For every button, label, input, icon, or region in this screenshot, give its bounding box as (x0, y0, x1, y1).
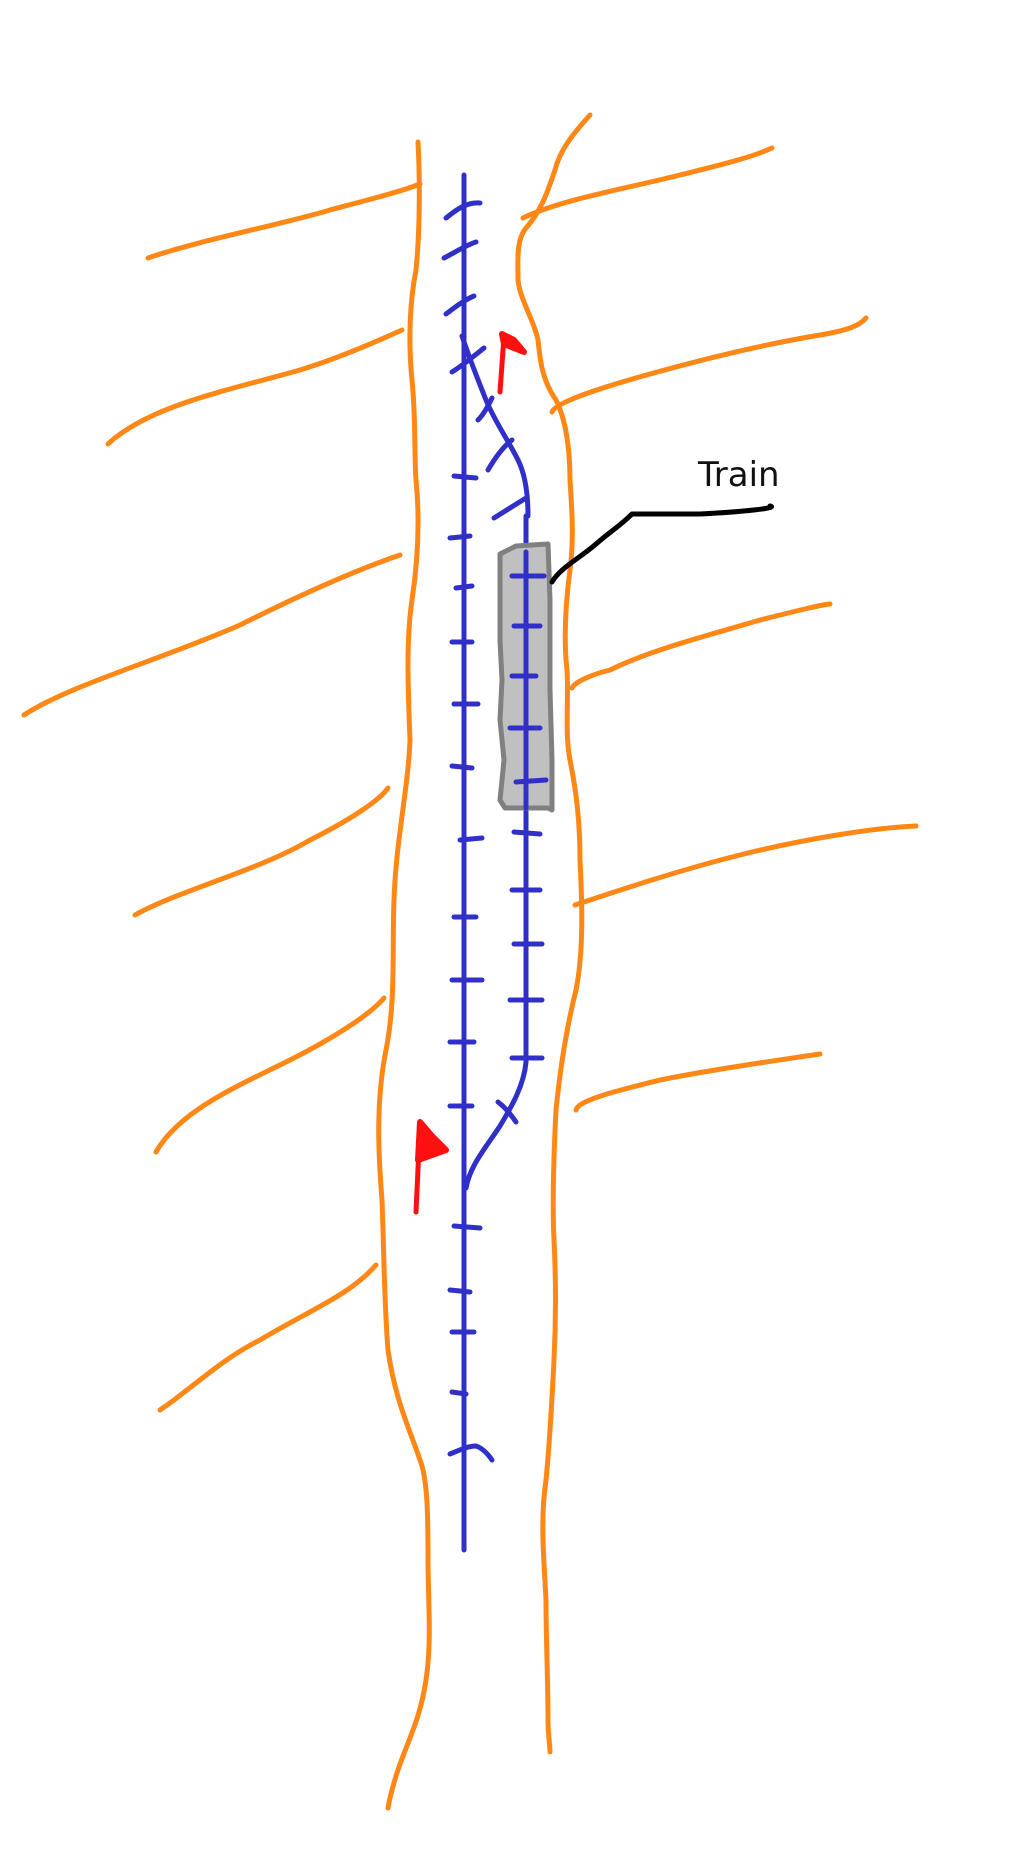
track-sleeper (495, 1099, 519, 1125)
track-sleeper (513, 777, 549, 785)
right-slope-line (520, 145, 775, 221)
track-sleeper (457, 835, 485, 843)
track-sleeper (441, 239, 479, 261)
track-sleeper (449, 345, 487, 375)
right-slope-line (549, 315, 869, 415)
right-slope-line (572, 823, 919, 908)
left-slope-line (105, 327, 405, 447)
track-sleeper (447, 1443, 495, 1463)
track-sleeper (443, 200, 483, 221)
left-slope-line (153, 995, 387, 1155)
right-slope-line (569, 601, 833, 691)
track-sleeper (451, 1223, 483, 1231)
left-slope-line (21, 552, 403, 718)
left-slope-line (145, 181, 423, 261)
track-sleeper (447, 533, 473, 541)
train-label-leader-line (549, 503, 775, 585)
track-sleeper (491, 495, 529, 521)
left-embankment-edge (376, 139, 432, 1811)
south-signal (413, 1119, 449, 1215)
track-sleeper (443, 293, 477, 317)
track-sleeper (451, 473, 479, 481)
main-track (441, 172, 495, 1553)
track-sleeper (453, 583, 475, 591)
track-sleeper (449, 763, 475, 771)
track-sleeper (475, 395, 495, 423)
signal-flag (499, 331, 527, 355)
north-switch (459, 333, 531, 519)
main-track-sleepers (441, 200, 495, 1463)
right-slope-line (573, 1051, 823, 1113)
track-sleeper (485, 437, 515, 473)
left-slope-line (132, 785, 391, 918)
track-sleeper (511, 829, 543, 837)
north-signal (497, 331, 527, 395)
track-sleeper (449, 1389, 469, 1397)
signal-flag (415, 1119, 449, 1163)
south-switch (463, 1059, 529, 1191)
train-sleepers-overlay (507, 549, 549, 811)
signals-group (413, 331, 527, 1215)
left-slope-line (157, 1262, 379, 1413)
train (497, 541, 555, 813)
right-embankment-edge (515, 112, 593, 1755)
track-sleeper (447, 1287, 473, 1295)
embankment-group (21, 112, 919, 1811)
train-label: Train (697, 455, 780, 495)
